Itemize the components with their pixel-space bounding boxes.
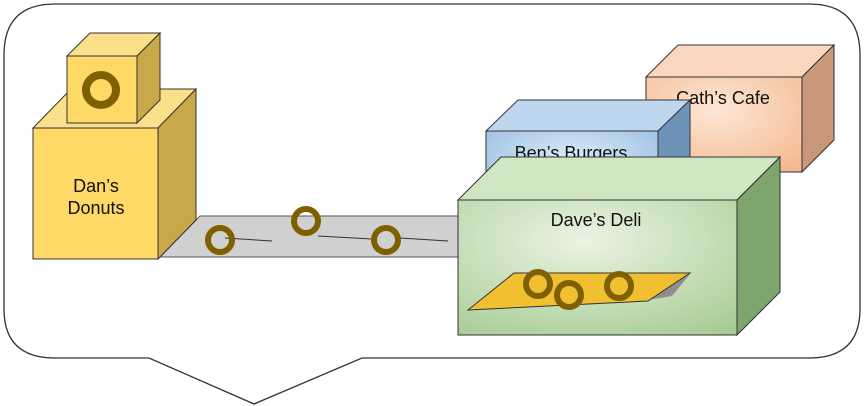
donut-icon [205,225,235,255]
donut-sign-icon [82,71,120,109]
donut-icon [291,206,321,236]
belt-line [399,237,449,242]
donut-shop-label-line1: Dan’s [73,176,119,196]
donut-icon [523,269,553,299]
belt-line [317,235,373,240]
deli-box [456,155,782,337]
donut-icon [604,271,634,301]
donut-shop-box [31,87,198,261]
cafe-label: Cath’s Cafe [676,88,770,108]
donut-sign-box [65,31,162,125]
donut-icon [554,280,584,310]
donut-icon [371,225,401,255]
donut-shop-label-line2: Donuts [67,198,124,218]
deli-label: Dave’s Deli [551,210,642,230]
